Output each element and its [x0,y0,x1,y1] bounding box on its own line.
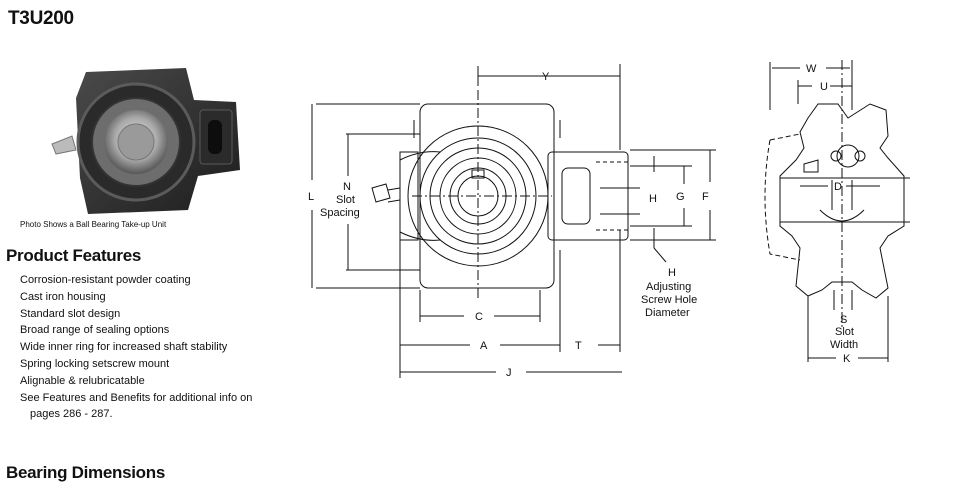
list-item: Broad range of sealing options [20,324,170,337]
product-photo [48,58,248,218]
label-K: K [843,353,851,365]
label-adjusting: Adjusting [646,281,691,293]
list-item: Cast iron housing [20,290,106,303]
dimension-labels: Y L N Slot Spacing C A T J H G F H Adjus… [308,63,858,379]
label-slot-width-2: Width [830,339,858,351]
label-Y: Y [542,71,550,83]
photo-caption: Photo Shows a Ball Bearing Take-up Unit [20,220,167,229]
product-features: Product Features Corrosion-resistant pow… [6,246,252,423]
side-view [764,60,910,330]
list-item: See Features and Benefits for additional… [20,391,253,404]
features-heading: Product Features [6,246,142,265]
label-diameter: Diameter [645,307,690,319]
label-A: A [480,340,488,352]
bearing-dimensions-heading: Bearing Dimensions [6,463,165,482]
list-item: Standard slot design [20,307,121,320]
label-H2: H [668,267,676,279]
dimension-lines-front [311,64,716,378]
list-item: Corrosion-resistant powder coating [20,274,191,286]
label-spacing: Spacing [320,207,360,219]
features-list: Corrosion-resistant powder coating Cast … [20,272,252,423]
label-slot-width-1: Slot [835,326,854,338]
list-item: Wide inner ring for increased shaft stab… [20,341,228,354]
label-H: H [649,193,657,205]
label-J: J [506,367,512,379]
product-title: T3U200 [8,8,74,29]
list-item: Spring locking setscrew mount [20,357,170,370]
list-item: pages 286 - 287. [30,408,113,421]
label-N: N [343,181,351,193]
label-F: F [702,191,709,203]
label-D: D [834,181,842,193]
label-C: C [475,311,483,323]
front-view [371,90,629,300]
label-L: L [308,191,314,203]
label-screw-hole: Screw Hole [641,294,697,306]
dimension-lines-side [769,60,889,362]
label-T: T [575,340,582,352]
label-slot: Slot [336,194,355,206]
label-S: S [840,314,847,326]
label-W: W [806,63,817,75]
dimension-drawing: Y L N Slot Spacing C A T J H G F H Adjus… [308,60,910,379]
list-item: Alignable & relubricatable [20,374,145,387]
label-G: G [676,191,685,203]
label-U: U [820,81,828,93]
